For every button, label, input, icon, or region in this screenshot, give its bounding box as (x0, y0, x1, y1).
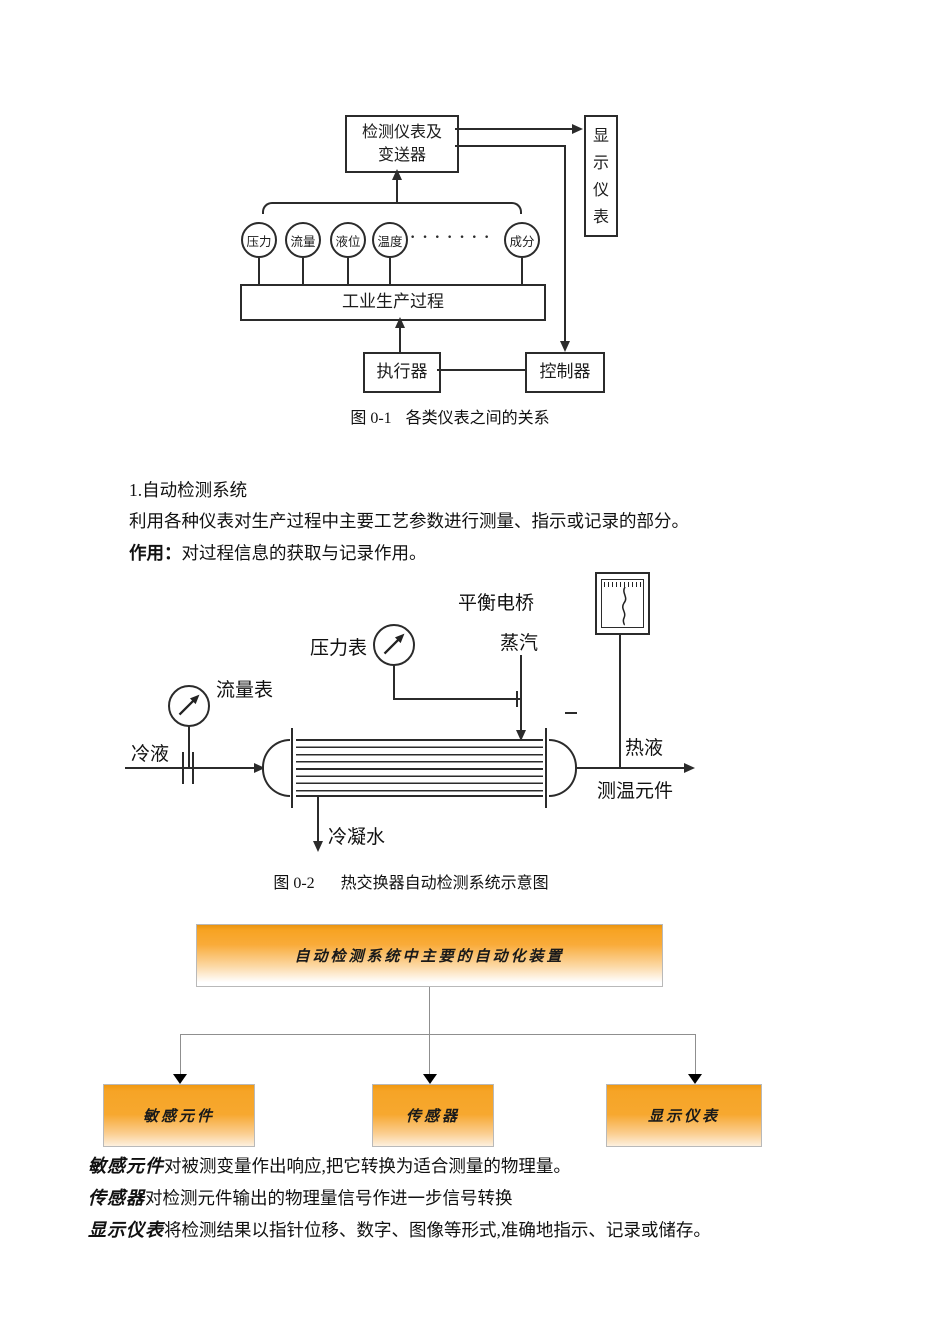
connector-h (180, 1034, 696, 1035)
connector-center-v (429, 987, 430, 1075)
arrow-into-controller-head (560, 341, 570, 352)
inlet-pipe-line (125, 767, 255, 769)
pressure-line-h (393, 698, 521, 700)
exchanger-right-flange (545, 728, 547, 808)
sensor-circle-temperature: 温度 (372, 222, 408, 258)
condensate-line (317, 797, 319, 842)
arrow-detector-to-display-head (572, 124, 583, 134)
balance-bridge-label: 平衡电桥 (458, 593, 535, 614)
figure-0-2-caption-title: 热交换器自动检测系统示意图 (340, 875, 549, 892)
definition-text-transducer: 对检测元件输出的物理量信号作进一步信号转换 (145, 1188, 513, 1208)
recorder-lead-line (619, 635, 621, 769)
condensate-label: 冷凝水 (328, 827, 386, 848)
condensate-arrow-head (313, 841, 323, 852)
line-detector-to-controller-v (564, 145, 566, 342)
temp-element-label: 测温元件 (597, 781, 674, 802)
figure-0-1-caption-num: 图 0-1 (350, 410, 392, 427)
sensor-circle-composition: 成分 (504, 222, 540, 258)
intro-term: 作用： (129, 543, 182, 563)
org-chart-root-box: 自动检测系统中主要的自动化装置 (196, 924, 663, 987)
ellipsis-dots: ······· (410, 229, 497, 246)
inlet-arrow-head (254, 763, 265, 773)
exchanger-left-flange (291, 728, 293, 808)
recorder-instrument (595, 572, 650, 635)
connector-center-arrow (423, 1074, 437, 1084)
actuator-box: 执行器 (363, 352, 441, 393)
sensor-circle-pressure: 压力 (241, 222, 277, 258)
definition-sensitive-element: 敏感元件对被测变量作出响应,把它转换为适合测量的物理量。 (88, 1152, 571, 1178)
outlet-pipe-line (577, 767, 685, 769)
steam-label: 蒸汽 (500, 633, 539, 654)
flow-meter-label: 流量表 (216, 680, 274, 701)
exchanger-right-cap (549, 739, 577, 797)
org-chart-box-display-instrument: 显示仪表 (606, 1084, 762, 1147)
definition-text-display-instrument: 将检测结果以指针位移、数字、图像等形式,准确地指示、记录或储存。 (164, 1220, 711, 1240)
flow-meter-icon (168, 685, 210, 727)
line-actuator-controller (437, 369, 525, 371)
intro-line-1: 利用各种仪表对生产过程中主要工艺参数进行测量、指示或记录的部分。 (129, 511, 689, 531)
steam-inlet-line (520, 655, 522, 731)
org-chart-root-label: 自动检测系统中主要的自动化装置 (294, 949, 565, 965)
detector-transmitter-box: 检测仪表及 变送器 (345, 115, 459, 173)
intro-term-text: 对过程信息的获取与记录作用。 (181, 543, 427, 563)
pressure-gauge-stem (393, 665, 395, 699)
detector-box-line2: 变送器 (377, 147, 426, 164)
pressure-gauge-icon (373, 624, 415, 666)
org-chart-label-display-instrument: 显示仪表 (647, 1109, 720, 1125)
connector-right-arrow (688, 1074, 702, 1084)
controller-box: 控制器 (525, 352, 605, 393)
org-chart-label-sensitive-element: 敏感元件 (142, 1109, 215, 1125)
recorder-inner-frame (601, 579, 644, 628)
definition-display-instrument: 显示仪表将检测结果以指针位移、数字、图像等形式,准确地指示、记录或储存。 (88, 1216, 711, 1242)
outlet-arrow-head (684, 763, 695, 773)
hot-liquid-label: 热液 (625, 738, 664, 759)
connector-left-arrow (173, 1074, 187, 1084)
steam-arrow-head (516, 730, 526, 741)
stem-temperature (389, 258, 391, 285)
display-instrument-box: 显示仪表 (584, 115, 618, 237)
definition-text-sensitive-element: 对被测变量作出响应,把它转换为适合测量的物理量。 (164, 1156, 571, 1176)
arrow-actuator-to-process-line (399, 327, 401, 352)
intro-line-2: 作用：对过程信息的获取与记录作用。 (129, 543, 427, 565)
definition-term-sensitive-element: 敏感元件 (88, 1156, 164, 1176)
figure-0-1-caption-title: 各类仪表之间的关系 (405, 410, 550, 427)
orifice-bar-2 (192, 752, 194, 784)
small-dash-mark (565, 712, 577, 714)
figure-0-2-caption: 图 0-2 热交换器自动检测系统示意图 (211, 869, 611, 893)
recorder-scale-ticks (604, 582, 641, 587)
stem-composition (521, 258, 523, 285)
org-chart-box-transducer: 传感器 (372, 1084, 494, 1147)
figure-0-2-caption-num: 图 0-2 (273, 875, 315, 892)
flow-meter-stem (188, 726, 190, 769)
cold-liquid-label: 冷液 (131, 744, 170, 765)
definition-transducer: 传感器对检测元件输出的物理量信号作进一步信号转换 (88, 1184, 513, 1210)
recorder-trace-line (621, 586, 627, 626)
sensor-circle-flow: 流量 (285, 222, 321, 258)
connector-right-v (695, 1034, 696, 1075)
exchanger-left-cap (262, 739, 290, 797)
connector-left-v (180, 1034, 181, 1075)
section-heading: 1.自动检测系统 (129, 480, 248, 500)
org-chart-box-sensitive-element: 敏感元件 (103, 1084, 255, 1147)
stem-pressure (258, 258, 260, 285)
sensor-group-bracket (262, 202, 522, 214)
definition-term-transducer: 传感器 (88, 1188, 145, 1208)
definition-term-display-instrument: 显示仪表 (88, 1220, 164, 1240)
detector-box-line1: 检测仪表及 (361, 123, 442, 141)
org-chart-label-transducer: 传感器 (405, 1109, 460, 1125)
pressure-gauge-label: 压力表 (310, 638, 368, 659)
arrow-actuator-to-process-head (395, 317, 405, 328)
sensor-circle-level: 液位 (330, 222, 366, 258)
orifice-bar-1 (182, 752, 184, 784)
arrow-detector-to-display-line (455, 128, 572, 130)
figure-0-1-caption: 图 0-1 各类仪表之间的关系 (250, 404, 650, 428)
steam-junction-tick (516, 691, 518, 707)
line-detector-to-controller-h (455, 145, 566, 147)
bracket-arrow-line (396, 180, 398, 203)
bracket-arrow-head (392, 169, 402, 180)
exchanger-tube-shell (296, 739, 543, 797)
industrial-process-box: 工业生产过程 (240, 284, 546, 321)
stem-flow (302, 258, 304, 285)
stem-level (347, 258, 349, 285)
